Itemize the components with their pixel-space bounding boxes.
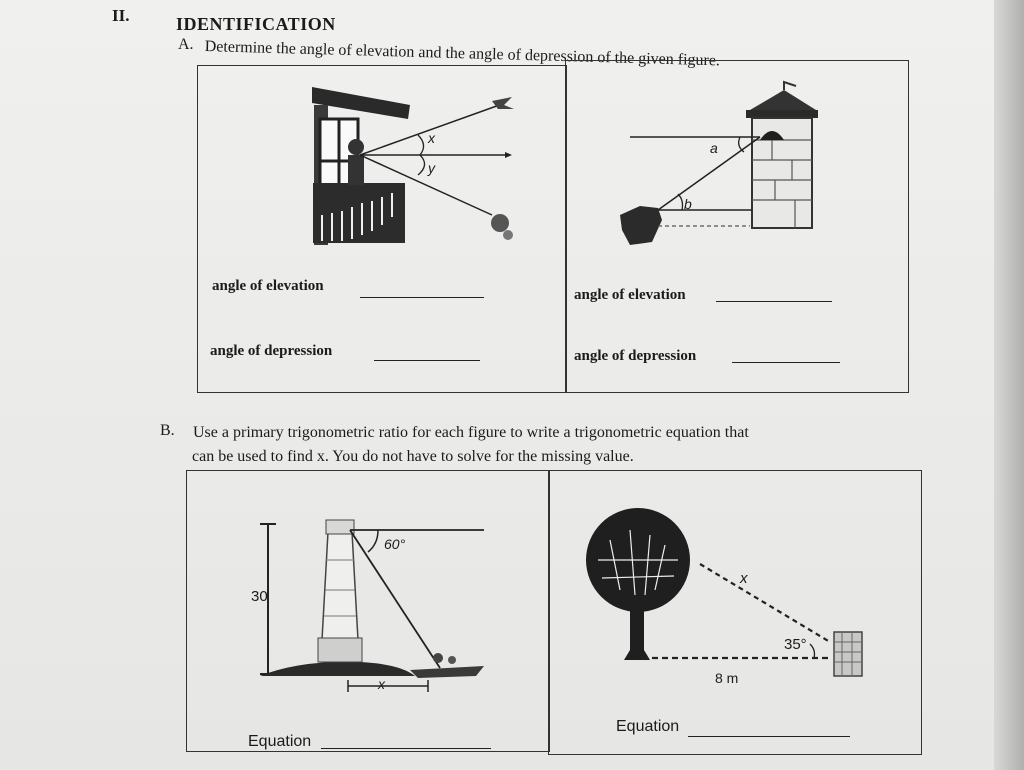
base-x-label: x — [378, 676, 385, 692]
fig2-elevation-answer-line[interactable] — [716, 301, 832, 302]
part-b-label: B. — [160, 422, 175, 439]
base-8m-label: 8 m — [715, 670, 739, 686]
part-b-instruction-line2: can be used to find x. You do not have t… — [192, 448, 634, 465]
balcony-figure — [312, 87, 514, 245]
section-title: IDENTIFICATION — [176, 14, 336, 34]
fig-b1-equation-label: Equation — [248, 733, 312, 750]
fig2-depression-answer-line[interactable] — [732, 362, 840, 363]
fig-b1-equation-answer-line[interactable] — [321, 748, 491, 749]
part-a-figure1-box — [197, 65, 567, 393]
fig1-depression-label: angle of depression — [210, 343, 333, 359]
hypotenuse-x-label: x — [740, 570, 748, 587]
part-b-instruction-line1: Use a primary trigonometric ratio for ea… — [193, 424, 749, 441]
angle-x-label: x — [428, 130, 435, 146]
tree-figure — [586, 508, 863, 677]
angle-35-label: 35° — [784, 636, 807, 653]
part-b-figure2-box — [548, 470, 922, 755]
fig-b2-equation-answer-line[interactable] — [688, 736, 850, 737]
lighthouse-figure — [260, 519, 484, 692]
fig2-elevation-label: angle of elevation — [574, 287, 686, 303]
height-30-label: 30 — [251, 588, 268, 605]
fig1-elevation-answer-line[interactable] — [360, 297, 484, 298]
part-a-label: A. — [178, 36, 194, 53]
tower-figure — [620, 80, 818, 245]
fig2-depression-label: angle of depression — [574, 348, 697, 364]
part-a-figure2-box — [565, 60, 909, 393]
paper-edge-shadow — [994, 0, 1024, 770]
angle-60-label: 60° — [384, 536, 406, 552]
angle-a-label: a — [710, 140, 718, 156]
angle-b-label: b — [684, 196, 692, 212]
section-number: II. — [112, 6, 130, 25]
fig1-elevation-label: angle of elevation — [212, 278, 324, 294]
angle-y-label: y — [428, 160, 435, 176]
part-b-figure1-box — [186, 470, 550, 752]
fig-b2-equation-label: Equation — [616, 718, 680, 735]
fig1-depression-answer-line[interactable] — [374, 360, 480, 361]
